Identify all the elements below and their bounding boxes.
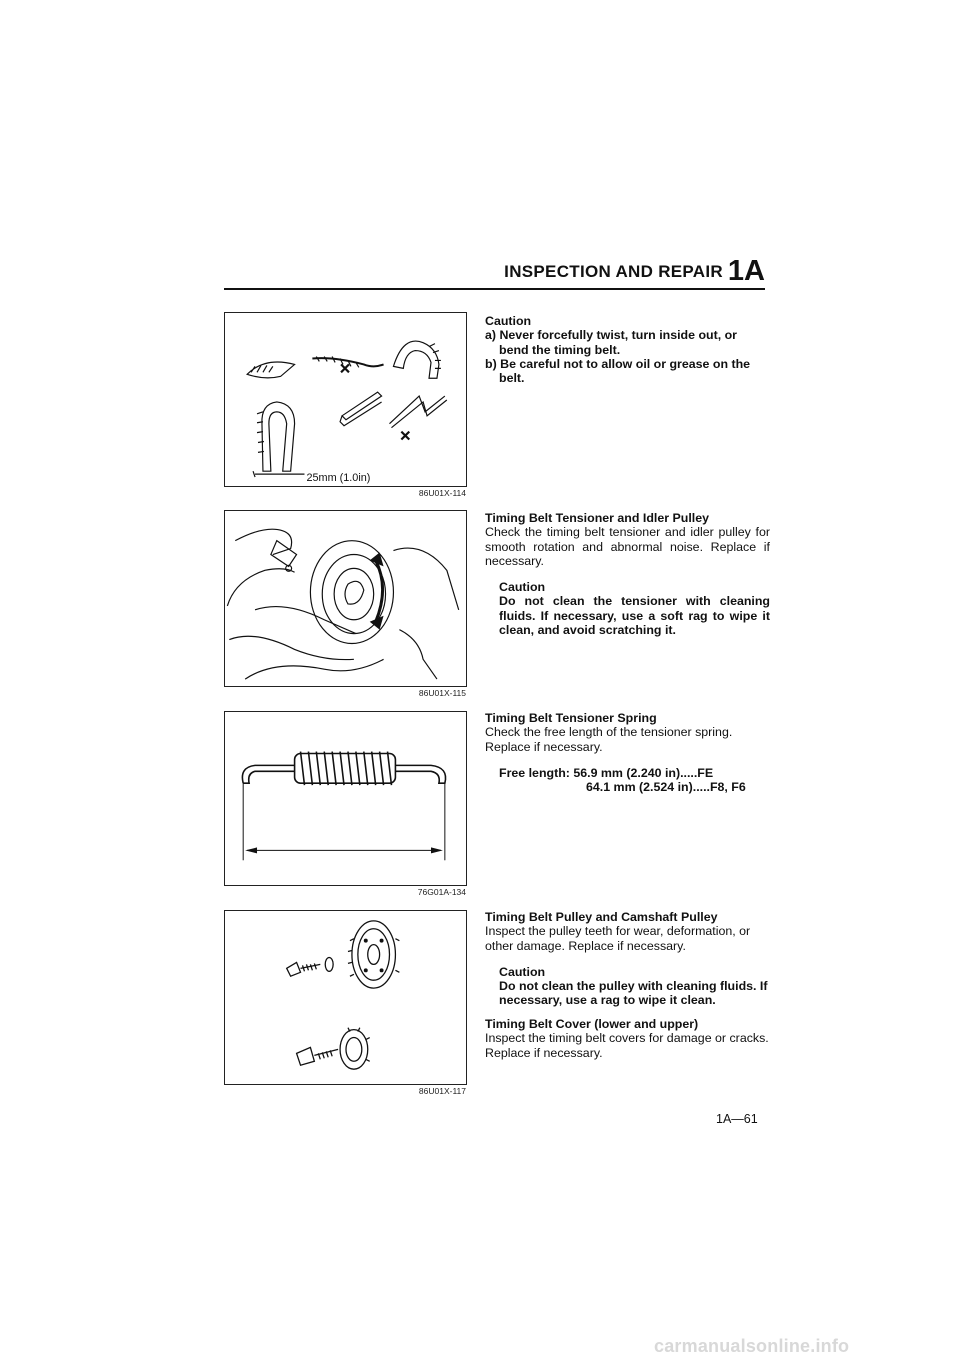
pulley-illustration: [285, 920, 400, 1070]
figure-belt-handling: 25mm (1.0in): [224, 312, 467, 487]
caution-title: Caution: [485, 314, 532, 328]
page-header: INSPECTION AND REPAIR 1A: [224, 254, 765, 290]
caution-item: b) Be careful not to allow oil or grease…: [485, 356, 751, 386]
free-length-line2: 64.1 mm (2.524 in).....F8, F6: [586, 780, 746, 795]
belt-handling-illustration: 25mm (1.0in): [246, 340, 448, 484]
section-heading: Timing Belt Pulley and Camshaft Pulley: [485, 910, 718, 924]
cover-section: Timing Belt Cover (lower and upper) Insp…: [485, 1017, 770, 1060]
free-length-line1: Free length: 56.9 mm (2.240 in).....FE: [499, 765, 714, 780]
section-body: Check the timing belt tensioner and idle…: [485, 525, 770, 568]
caution-body: Do not clean the tensioner with cleaning…: [499, 594, 770, 638]
figure-pulleys: [224, 910, 467, 1085]
caution-body: Do not clean the pulley with cleaning fl…: [499, 979, 768, 1008]
tensioner-illustration: [226, 528, 460, 680]
spring-illustration: [241, 751, 447, 861]
figure-id: 86U01X-117: [418, 1086, 466, 1096]
section-code: 1A: [727, 255, 765, 287]
pulley-section: Timing Belt Pulley and Camshaft Pulley I…: [485, 910, 770, 1008]
caution-title: Caution: [499, 580, 546, 595]
section-body: Inspect the pulley teeth for wear, defor…: [485, 924, 751, 953]
section-title: INSPECTION AND REPAIR: [504, 262, 723, 281]
belt-radius-label: 25mm (1.0in): [306, 472, 370, 484]
caution-title: Caution: [499, 964, 546, 979]
section-heading: Timing Belt Cover (lower and upper): [485, 1017, 699, 1031]
figure-tensioner-check: [224, 510, 467, 687]
page-number: 1A—61: [716, 1112, 758, 1126]
figure-id: 76G01A-134: [417, 887, 466, 897]
figure-id: 86U01X-114: [418, 488, 466, 498]
section-heading: Timing Belt Tensioner Spring: [485, 711, 657, 725]
site-watermark: carmanualsonline.info: [654, 1336, 850, 1356]
section-body: Inspect the timing belt covers for damag…: [485, 1031, 769, 1060]
figure-id: 86U01X-115: [418, 688, 466, 698]
section-heading: Timing Belt Tensioner and Idler Pulley: [485, 511, 709, 525]
belt-caution: Caution a) Never forcefully twist, turn …: [485, 314, 770, 385]
tensioner-section: Timing Belt Tensioner and Idler Pulley C…: [485, 511, 770, 637]
figure-tensioner-spring: [224, 711, 467, 886]
spring-section: Timing Belt Tensioner Spring Check the f…: [485, 711, 770, 794]
caution-item: a) Never forcefully twist, turn inside o…: [485, 328, 737, 357]
section-body: Check the free length of the tensioner s…: [485, 725, 733, 754]
